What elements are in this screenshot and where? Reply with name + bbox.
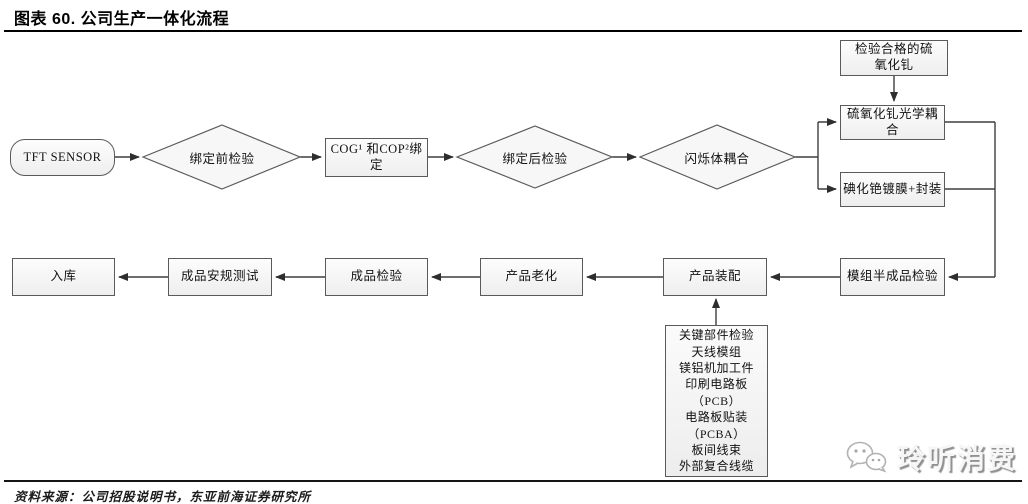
watermark-text: 玲听消费 [897,443,1018,474]
figure-title: 图表 60. 公司生产一体化流程 [14,11,230,28]
node-gos-optical-coupling-label: 硫氧化钆光学耦合 [846,106,938,137]
node-parts-list: 关键部件检验 天线模组 镁铝机加工件 印刷电路板 （PCB） 电路板贴装 （PC… [665,325,768,477]
node-product-aging: 产品老化 [480,258,583,296]
node-product-assembly: 产品装配 [663,258,767,296]
parts-list-item: （PCBA） [687,426,746,441]
node-csi-coating-packaging-label: 碘化铯镀膜+封装 [843,181,942,196]
node-post-bind-check-label: 绑定后检验 [502,151,568,166]
parts-list-item: 印刷电路板 [685,377,748,392]
node-module-semi-finished-check: 模组半成品检验 [840,258,945,296]
node-tft-sensor-label: TFT SENSOR [23,149,102,164]
parts-list-item: （PCB） [691,393,742,408]
parts-list-item: 电路板贴装 [685,410,748,425]
node-finished-product-inspection: 成品检验 [325,258,428,296]
diamond-scintillator-coupling [638,124,797,190]
wechat-icon [846,441,887,473]
node-qualified-gos-label: 检验合格的硫氧化钆 [854,42,933,72]
bottom-rule [4,480,1022,482]
node-qualified-gos: 检验合格的硫氧化钆 [840,40,948,76]
title-rule [4,30,1022,32]
parts-list-item: 板间线束 [691,443,742,458]
parts-list-item: 镁铝机加工件 [678,360,754,375]
node-warehousing: 入库 [12,258,115,296]
node-csi-coating-packaging: 碘化铯镀膜+封装 [840,172,945,207]
node-product-aging-label: 产品老化 [505,269,558,284]
node-cog-cop-bind: COG¹ 和COP²绑定 [325,138,428,177]
parts-list-item: 关键部件检验 [678,328,754,343]
node-tft-sensor: TFT SENSOR [10,139,115,176]
node-finished-safety-test: 成品安规测试 [168,258,272,296]
node-pre-bind-check-label: 绑定前检验 [189,151,255,166]
watermark: 玲听消费 [845,437,1017,477]
node-warehousing-label: 入库 [50,269,77,284]
diamond-post-bind-check [455,125,614,189]
parts-list-item: 天线模组 [691,344,742,359]
figure-source: 资料来源：公司招股说明书，东亚前海证券研究所 [14,490,312,504]
node-gos-optical-coupling: 硫氧化钆光学耦合 [840,105,945,140]
node-finished-safety-test-label: 成品安规测试 [180,269,259,284]
diamond-pre-bind-check [141,124,302,190]
node-cog-cop-bind-label: COG¹ 和COP²绑定 [330,141,423,172]
node-finished-product-inspection-label: 成品检验 [350,269,403,284]
node-module-semi-finished-check-label: 模组半成品检验 [846,269,938,284]
node-product-assembly-label: 产品装配 [688,269,741,284]
parts-list-item: 外部复合线缆 [678,459,754,474]
node-scintillator-coupling-label: 闪烁体耦合 [684,151,750,166]
